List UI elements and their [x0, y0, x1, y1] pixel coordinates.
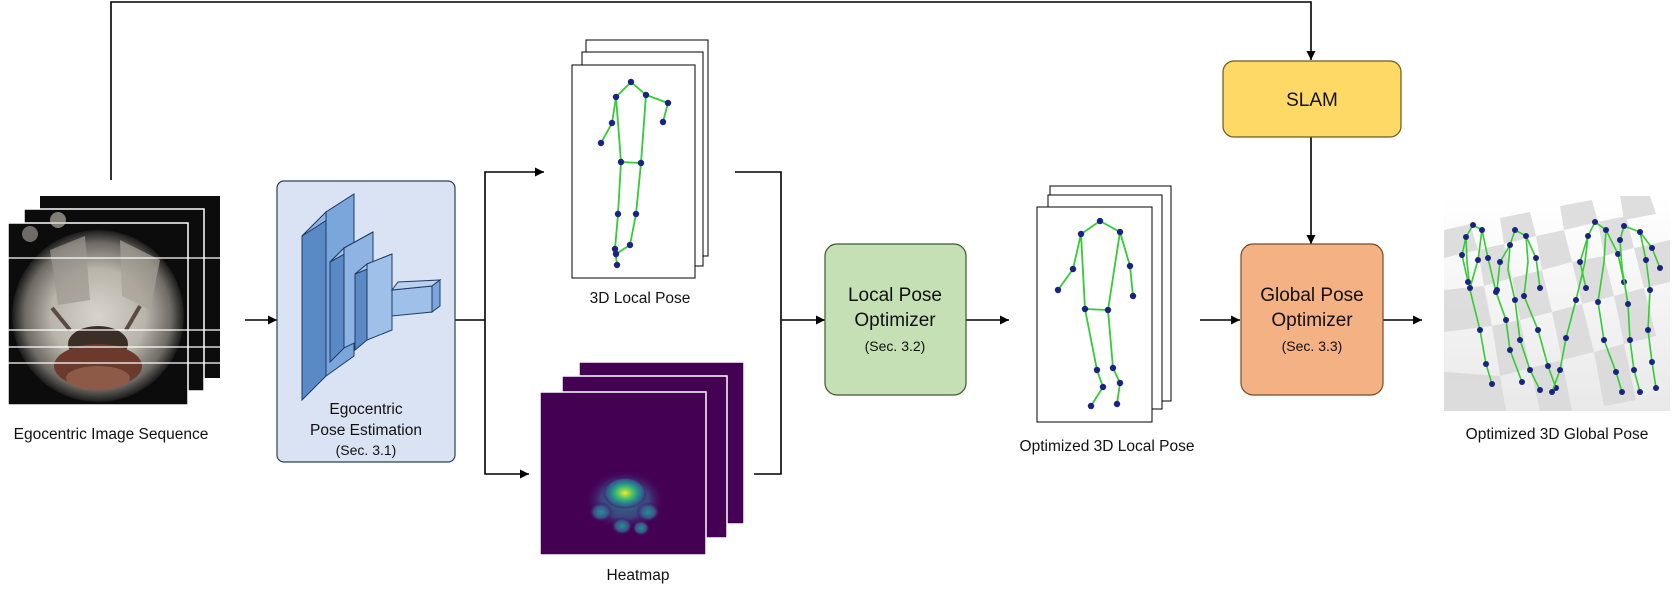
optimized-local-pose-stack: [1036, 185, 1172, 423]
connector-to-heatmap: [484, 320, 529, 479]
heatmap-stack: [539, 361, 745, 556]
local-pose-skeleton: [597, 78, 672, 269]
local-optimizer-ref: (Sec. 3.2): [865, 338, 926, 354]
optimized-global-pose-render: [1444, 196, 1670, 411]
local-pose-optimizer-module: Local Pose Optimizer (Sec. 3.2): [824, 243, 967, 396]
global-optimizer-title-line1: Global Pose: [1260, 285, 1364, 306]
heatmap-label: Heatmap: [607, 567, 670, 584]
local-optimizer-title-line2: Optimizer: [854, 310, 936, 331]
slam-title: SLAM: [1286, 90, 1338, 111]
egocentric-pose-estimation-module: Egocentric Pose Estimation (Sec. 3.1): [276, 180, 456, 463]
connectors: [110, 1, 1422, 479]
fisheye-image: [12, 230, 184, 402]
heatmap-blob: [585, 470, 665, 536]
input-label: Egocentric Image Sequence: [14, 426, 209, 443]
global-optimizer-title-line2: Optimizer: [1271, 310, 1353, 331]
optimized-local-skeleton: [1054, 217, 1137, 410]
local-pose-stack: [571, 39, 709, 279]
local-optimizer-title-line1: Local Pose: [848, 285, 942, 306]
optimized-local-label: Optimized 3D Local Pose: [1020, 438, 1195, 455]
connector-to-local-pose: [484, 167, 544, 320]
global-skeletons: [1459, 219, 1663, 395]
egocentric-ref: (Sec. 3.1): [336, 442, 397, 458]
connector-image-to-slam: [110, 1, 1316, 180]
input-image-stack: [7, 196, 220, 406]
checkerboard-floor: [1444, 196, 1670, 411]
egocentric-title-line1: Egocentric: [329, 401, 402, 418]
local-pose-label: 3D Local Pose: [590, 290, 691, 307]
optimized-global-label: Optimized 3D Global Pose: [1466, 426, 1649, 443]
global-pose-optimizer-module: Global Pose Optimizer (Sec. 3.3): [1240, 243, 1384, 396]
slam-module: SLAM: [1222, 60, 1402, 138]
network-blocks: [301, 193, 442, 402]
egocentric-title-line2: Pose Estimation: [310, 422, 422, 439]
global-optimizer-ref: (Sec. 3.3): [1282, 338, 1343, 354]
